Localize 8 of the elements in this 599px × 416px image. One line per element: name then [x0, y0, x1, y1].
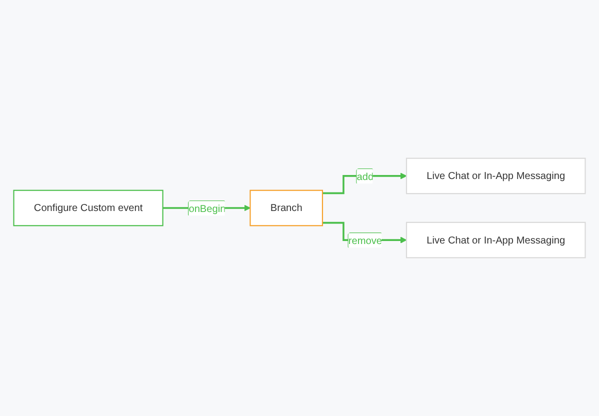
node-box: Live Chat or In-App Messaging: [406, 222, 586, 258]
edge-label: add: [356, 170, 374, 182]
edge-label: onBegin: [188, 202, 226, 214]
node-box: Configure Custom event: [13, 190, 164, 226]
edge-label: remove: [348, 234, 382, 246]
node-box: Live Chat or In-App Messaging: [406, 158, 586, 194]
arrow: [322, 172, 407, 194]
node-box: Branch: [250, 190, 324, 226]
